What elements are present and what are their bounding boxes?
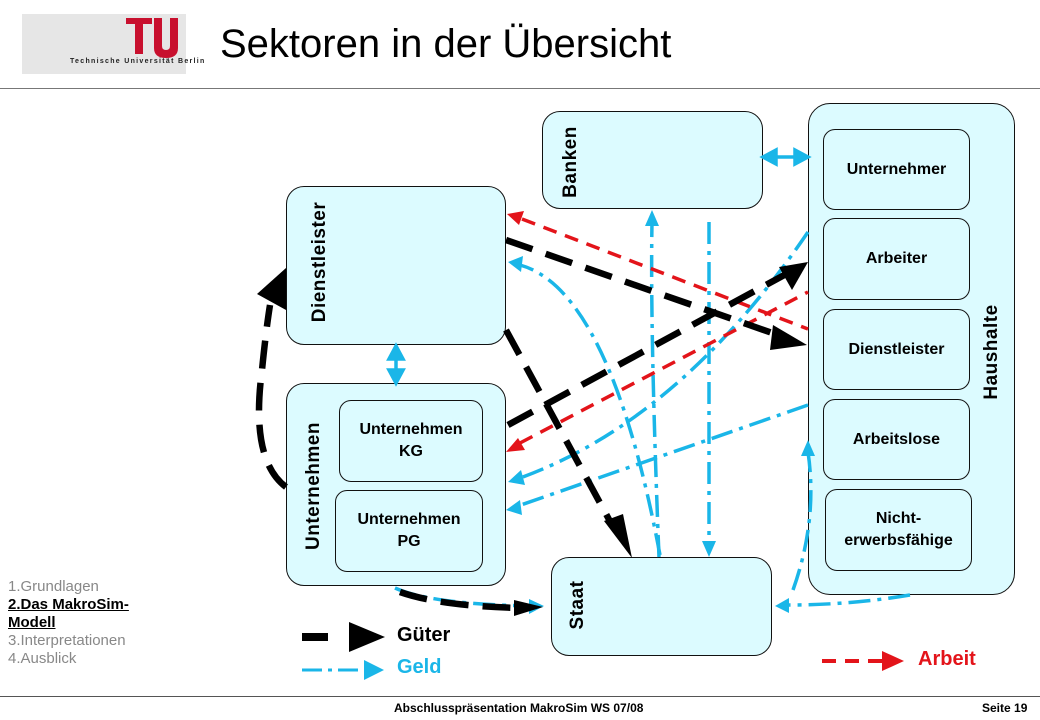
haushalte-dienstleister: Dienstleister [823,309,970,390]
footer-divider [0,696,1040,697]
tu-berlin-logo: Technische Universität Berlin [22,14,204,74]
geld-flow-haushalte-unternehmen-pg [517,403,809,508]
gueter-flow-unternehmen-staat [398,588,521,612]
haushalte-unternehmer: Unternehmer [823,129,970,210]
haushalte-arbeiter: Arbeiter [823,218,970,300]
gueter-flow-dienstleister-haushalte [504,236,780,339]
legend-gueter-label: Güter [397,624,451,646]
nav-item-interpretationen[interactable]: 3.Interpretationen [8,632,126,649]
nav-item-ausblick[interactable]: 4.Ausblick [8,650,77,667]
dienstleister-box [286,186,506,345]
banken-box [542,111,763,209]
gueter-flow-unternehmen-haushalte [506,270,790,428]
legend-geld-label: Geld [397,656,442,678]
header-divider [0,88,1040,89]
geld-flow-staat-banken [649,221,661,558]
legend-symbols [302,622,904,680]
staat-box [551,557,772,656]
gueter-flow-dienstleister-staat [503,328,615,527]
logo-text: Technische Universität Berlin [70,58,206,65]
page-title: Sektoren in der Übersicht [220,22,672,66]
haushalte-nicht-erwerbsfaehige: Nicht- erwerbsfähige [825,489,972,571]
arbeit-flow-haushalte-unternehmen [519,290,809,445]
footer-center-text: Abschlusspräsentation MakroSim WS 07/08 [394,701,644,715]
nav-item-grundlagen[interactable]: 1.Grundlagen [8,578,99,595]
legend-arbeit-label: Arbeit [918,648,976,670]
footer-page-number: Seite 19 [982,701,1028,715]
arbeit-flow-haushalte-dienstleister [521,217,809,331]
geld-flow-haushalte-staat [787,593,911,607]
tu-logo-icon [126,18,178,58]
geld-flow-haushalte-unternehmen-kg [519,231,810,480]
geld-flow-staat-haushalte [791,451,813,591]
nav-item-makrosim-modell[interactable]: 2.Das MakroSim-Modell [8,596,129,631]
section-nav: 1.Grundlagen 2.Das MakroSim-Modell 3.Int… [8,578,168,668]
unternehmen-kg-box: Unternehmen KG [339,400,483,482]
geld-flow-staat-dienstleister [519,263,662,556]
unternehmen-pg-box: Unternehmen PG [335,490,483,572]
haushalte-arbeitslose: Arbeitslose [823,399,970,480]
gueter-flow-unternehmen-dienstleister [255,304,289,490]
